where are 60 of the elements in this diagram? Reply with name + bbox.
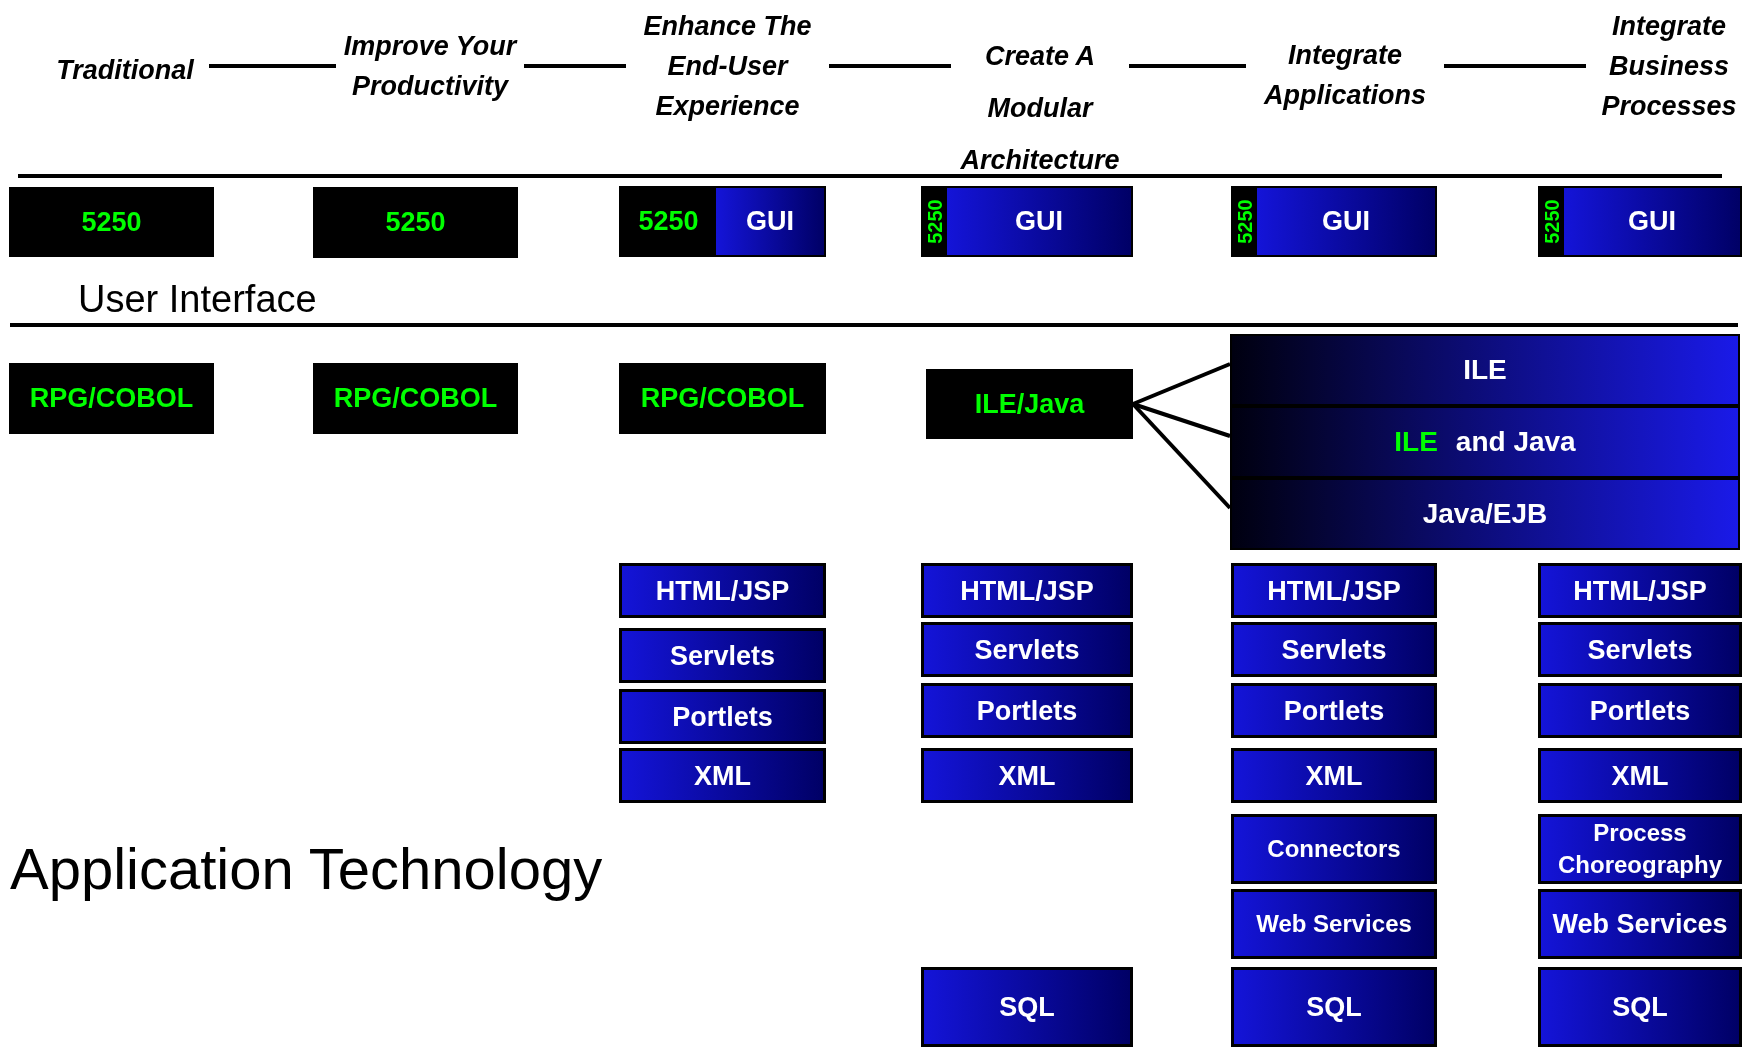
row-text: ILE <box>1394 426 1438 458</box>
connector-line <box>1132 362 1231 406</box>
technology-box: Servlets <box>619 628 826 683</box>
technology-box: Connectors <box>1231 814 1437 884</box>
technology-box: XML <box>619 748 826 803</box>
gui-segment: GUI <box>1564 188 1740 255</box>
technology-box: 5250 <box>313 187 518 258</box>
technology-row <box>1230 406 1740 478</box>
technology-box: Servlets <box>1538 622 1742 677</box>
stage-heading: Traditional <box>45 45 205 95</box>
technology-box: RPG/COBOL <box>9 363 214 434</box>
stage-heading: Improve Your Productivity <box>340 5 520 127</box>
technology-box: Servlets <box>1231 622 1437 677</box>
technology-box: SQL <box>1231 967 1437 1047</box>
technology-box: Portlets <box>1231 683 1437 738</box>
strip-label: 5250 <box>923 199 947 244</box>
interface-box <box>1538 186 1742 257</box>
section-label: Application Technology <box>10 835 603 902</box>
stage-heading: Enhance The End-User Experience <box>630 5 825 127</box>
connector-line <box>829 64 951 68</box>
technology-row: ILE <box>1230 334 1740 406</box>
technology-box: 5250 <box>9 187 214 257</box>
interface-box <box>619 186 826 257</box>
technology-box: SQL <box>1538 967 1742 1047</box>
technology-box: Web Services <box>1538 889 1742 959</box>
technology-box: XML <box>1231 748 1437 803</box>
technology-box: RPG/COBOL <box>313 363 518 434</box>
technology-box: HTML/JSP <box>619 563 826 618</box>
technology-box: HTML/JSP <box>921 563 1133 618</box>
stage-heading: Integrate Business Processes <box>1590 5 1748 127</box>
gui-segment: GUI <box>1257 188 1435 255</box>
technology-box: Portlets <box>619 689 826 744</box>
row-text: and Java <box>1455 426 1576 458</box>
gui-segment: GUI <box>716 188 824 255</box>
technology-box: HTML/JSP <box>1231 563 1437 618</box>
strip-label: 5250 <box>1540 199 1564 244</box>
technology-box: ILE/Java <box>926 369 1133 439</box>
connector-line <box>1444 64 1586 68</box>
technology-box: Portlets <box>921 683 1133 738</box>
technology-box: SQL <box>921 967 1133 1047</box>
interface-box <box>1231 186 1437 257</box>
technology-box: RPG/COBOL <box>619 363 826 434</box>
stage-heading: Integrate Applications <box>1250 30 1440 120</box>
stage-heading: Create A Modular Architecture <box>955 30 1125 186</box>
technology-box: Servlets <box>921 622 1133 677</box>
technology-box: HTML/JSP <box>1538 563 1742 618</box>
terminal-segment: 5250 <box>621 188 716 255</box>
strip-label: 5250 <box>1233 199 1257 244</box>
interface-box <box>921 186 1133 257</box>
technology-box: XML <box>921 748 1133 803</box>
connector-line <box>1129 64 1246 68</box>
gui-segment: GUI <box>947 188 1131 255</box>
technology-box: Portlets <box>1538 683 1742 738</box>
technology-box: Process Choreography <box>1538 814 1742 884</box>
connector-line <box>209 64 336 68</box>
technology-box: Web Services <box>1231 889 1437 959</box>
technology-box: XML <box>1538 748 1742 803</box>
connector-line <box>524 64 626 68</box>
user-interface-label: User Interface <box>78 278 317 321</box>
technology-row: Java/EJB <box>1230 478 1740 550</box>
